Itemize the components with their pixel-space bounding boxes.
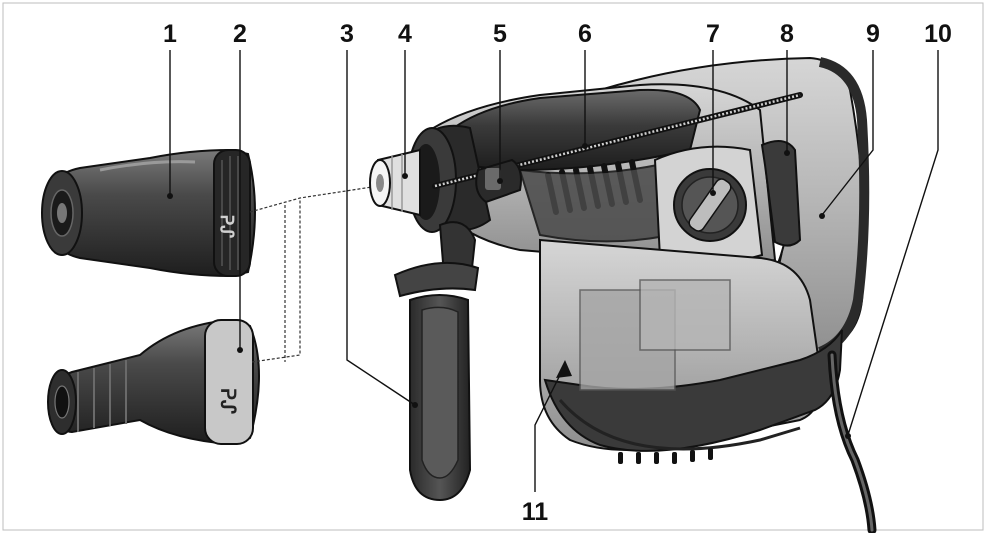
- callout-8: 8: [780, 20, 794, 48]
- alignment-guides: [249, 184, 386, 363]
- power-cord: [827, 350, 877, 535]
- frame-border: [2, 2, 984, 531]
- callout-labels: 1 2 3 4 5 6 7 8 9 10 11: [163, 20, 952, 526]
- chuck-2: ᔑᕍ: [47, 318, 260, 446]
- callout-11: 11: [522, 498, 549, 526]
- tool-holder: [369, 148, 421, 217]
- side-handle: [393, 221, 480, 502]
- callout-3: 3: [340, 20, 354, 48]
- base-vents: [618, 448, 713, 464]
- callout-7: 7: [706, 20, 720, 48]
- chuck-1: ᔑᕍ: [41, 148, 256, 278]
- trigger: [760, 140, 802, 247]
- callout-5: 5: [493, 20, 507, 48]
- callout-10: 10: [924, 20, 952, 48]
- callout-6: 6: [578, 20, 592, 48]
- callout-9: 9: [866, 20, 880, 48]
- chuck-2-marking-icon: ᔑᕍ: [219, 388, 241, 414]
- callout-4: 4: [398, 20, 412, 48]
- callout-leaders: [167, 50, 939, 492]
- callout-2: 2: [233, 20, 247, 48]
- callout-1: 1: [163, 20, 177, 48]
- chuck-1-marking-icon: ᔑᕍ: [218, 214, 238, 238]
- tool-body: [369, 56, 877, 535]
